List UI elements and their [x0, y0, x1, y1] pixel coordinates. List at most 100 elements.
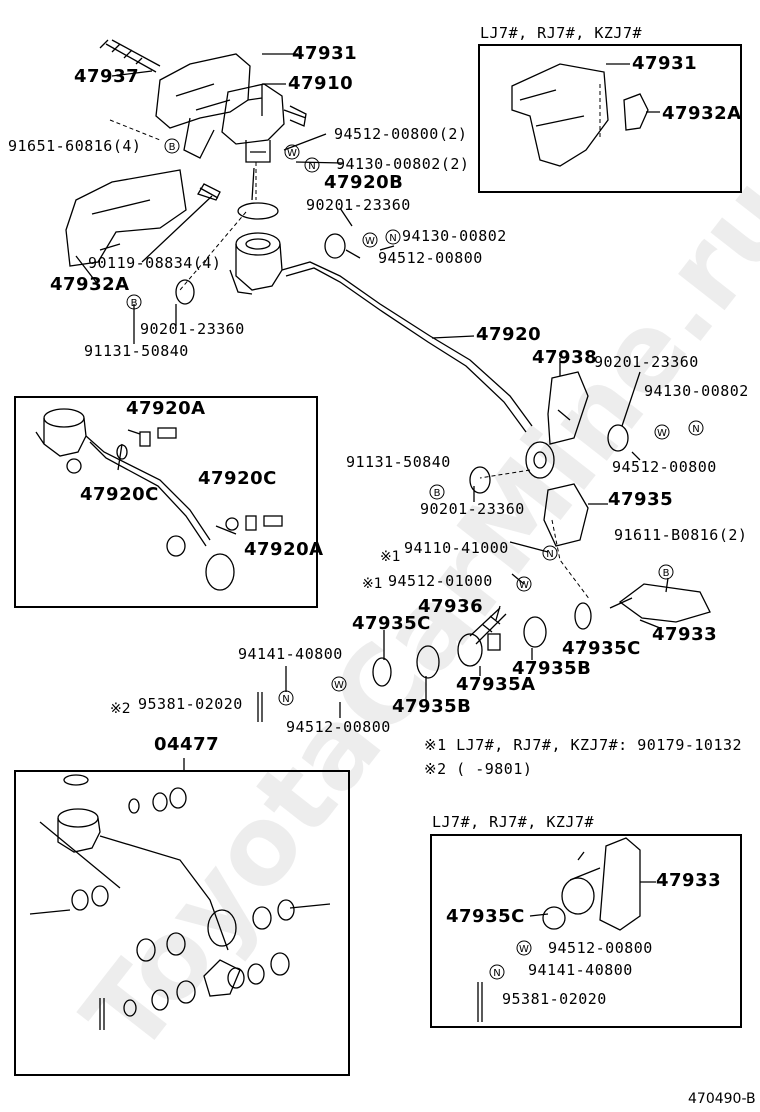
- bracket-47931-drawing: [155, 53, 251, 129]
- note-mark-2: ※2: [110, 701, 131, 717]
- inset-bottom-part-95381-02020-label: 95381-02020: [502, 990, 607, 1008]
- svg-text:W: W: [365, 236, 375, 247]
- nut-symbol-4: N: [542, 545, 558, 561]
- note-1: ※1 LJ7#, RJ7#, KZJ7#: 90179-10132: [424, 736, 743, 754]
- bolt-symbol-1: B: [164, 138, 180, 154]
- hose-47920-drawing: [281, 261, 533, 433]
- nut-symbol-1: N: [304, 157, 320, 173]
- washer-symbol-2: W: [362, 232, 378, 248]
- part-94512-00800-right-label: 94512-00800: [612, 458, 717, 476]
- part-47935-label: 47935: [608, 489, 674, 510]
- part-90201-23360-right-label: 90201-23360: [594, 353, 699, 371]
- washer-symbol-1: W: [284, 144, 300, 160]
- bushing-47935B-b-drawing: [523, 616, 547, 648]
- part-47931-label: 47931: [292, 43, 358, 64]
- svg-text:B: B: [663, 568, 670, 579]
- part-47920B-label: 47920B: [324, 172, 404, 193]
- gasket-90201-right-drawing: [607, 424, 629, 452]
- bolt-47937-drawing: [99, 39, 161, 73]
- part-47935C-a-label: 47935C: [352, 613, 431, 634]
- part-47910-label: 47910: [288, 73, 354, 94]
- part-91651-60816-label: 91651-60816(4): [8, 137, 142, 155]
- bracket-47933-drawing: [609, 583, 711, 623]
- cotter-pin-drawing: [257, 692, 263, 722]
- part-91131-50840-upper-label: 91131-50840: [84, 342, 189, 360]
- washer-symbol-4: W: [516, 576, 532, 592]
- part-94512-01000-label: 94512-01000: [388, 572, 493, 590]
- svg-text:N: N: [282, 694, 289, 705]
- seal-47920B-drawing: [237, 202, 279, 220]
- part-90119-08834-label: 90119-08834(4): [88, 254, 222, 272]
- valve-stem-drawing: [245, 140, 271, 163]
- bracket-47935-drawing: [543, 483, 589, 547]
- inset-hose-drawing: [85, 435, 211, 547]
- reservoir-body-drawing: [229, 243, 283, 295]
- svg-text:N: N: [493, 968, 500, 979]
- part-91611-B0816-label: 91611-B0816(2): [614, 526, 748, 544]
- svg-text:W: W: [657, 428, 667, 439]
- svg-text:W: W: [519, 944, 529, 955]
- inset-part-47920C-b-label: 47920C: [198, 468, 277, 489]
- bolt-90119-drawing: [197, 183, 221, 201]
- gasket-90201-upper-drawing: [324, 233, 346, 259]
- part-90201-23360-upper-label: 90201-23360: [306, 196, 411, 214]
- collar-47935A-drawing: [487, 633, 501, 651]
- inset-top-right-box: [478, 44, 742, 193]
- part-47935B-a-label: 47935B: [392, 696, 472, 717]
- part-94130-00802-label: 94130-00802: [402, 227, 507, 245]
- svg-text:N: N: [389, 233, 396, 244]
- banjo-fitting-drawing: [525, 441, 555, 479]
- gasket-90201-lower-drawing: [469, 466, 491, 494]
- lever-drawing: [183, 117, 215, 159]
- part-47932A-label: 47932A: [50, 274, 130, 295]
- part-04477-label: 04477: [154, 734, 220, 755]
- inset-part-47932A-label: 47932A: [662, 103, 742, 124]
- part-47935C-b-label: 47935C: [562, 638, 641, 659]
- svg-text:W: W: [287, 148, 297, 159]
- svg-text:N: N: [692, 424, 699, 435]
- inset-bottom-part-94512-00800-label: 94512-00800: [548, 939, 653, 957]
- bolt-symbol-2: B: [126, 294, 142, 310]
- washer-symbol-3: W: [654, 424, 670, 440]
- nut-symbol-2: N: [385, 229, 401, 245]
- svg-text:B: B: [434, 488, 441, 499]
- leader-lines: [75, 53, 669, 770]
- inset-bottom-part-94141-40800-label: 94141-40800: [528, 961, 633, 979]
- inset-part-47920C-a-label: 47920C: [80, 484, 159, 505]
- part-47937-label: 47937: [74, 66, 140, 87]
- inset-bracket-47932A-drawing: [623, 93, 649, 131]
- part-94130-00802-right-label: 94130-00802: [644, 382, 749, 400]
- nut-symbol-6: N: [489, 964, 505, 980]
- part-47933-label: 47933: [652, 624, 718, 645]
- nut-symbol-3: N: [688, 420, 704, 436]
- svg-text:B: B: [131, 298, 138, 309]
- bushing-47935B-a-drawing: [416, 645, 440, 679]
- inset-top-title: LJ7#, RJ7#, KZJ7#: [480, 24, 643, 42]
- inset-left-box: [14, 396, 318, 608]
- part-94512-00800-2-label: 94512-00800(2): [334, 125, 468, 143]
- note-mark-1a: ※1: [380, 549, 401, 565]
- part-94512-00800-lower-label: 94512-00800: [286, 718, 391, 736]
- valve-47910-drawing: [221, 83, 307, 145]
- part-94141-40800-label: 94141-40800: [238, 645, 343, 663]
- part-95381-02020-label: 95381-02020: [138, 695, 243, 713]
- washer-symbol-6: W: [516, 940, 532, 956]
- part-91131-50840-lower-label: 91131-50840: [346, 453, 451, 471]
- bracket-47932A-drawing: [65, 169, 187, 267]
- svg-text:W: W: [519, 580, 529, 591]
- bolt-47936-drawing: [469, 607, 507, 645]
- note-mark-1b: ※1: [362, 576, 383, 592]
- svg-text:N: N: [546, 549, 553, 560]
- bushing-47935C-b-drawing: [574, 602, 592, 630]
- gasket-90201-left-drawing: [175, 279, 195, 305]
- inset-part-47931-label: 47931: [632, 53, 698, 74]
- inset-bottom-part-47935C-label: 47935C: [446, 906, 525, 927]
- part-94512-00800-label: 94512-00800: [378, 249, 483, 267]
- inset-bottom-right-box: [430, 834, 742, 1028]
- washer-symbol-5: W: [331, 676, 347, 692]
- svg-text:N: N: [308, 161, 315, 172]
- part-90201-23360-lower-label: 90201-23360: [420, 500, 525, 518]
- part-47920-label: 47920: [476, 324, 542, 345]
